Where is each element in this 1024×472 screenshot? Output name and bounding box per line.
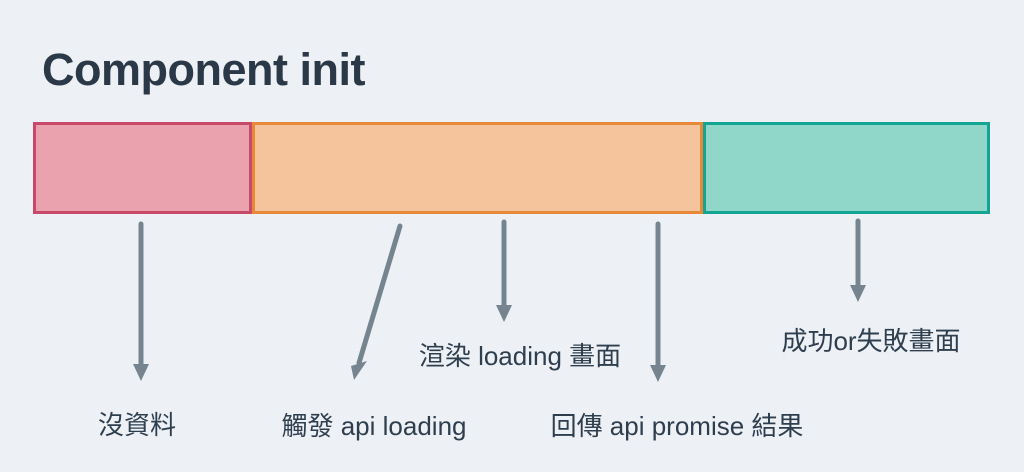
- arrow-render-loading: [496, 219, 512, 322]
- timeline-bar: [33, 122, 990, 214]
- arrow-api-promise: [650, 221, 666, 382]
- arrow-result-screen: [850, 218, 866, 302]
- label-no-data: 沒資料: [97, 410, 177, 440]
- diagram-title: Component init: [42, 44, 365, 95]
- label-api-promise: 回傳 api promise 結果: [550, 411, 804, 441]
- arrow-trigger-api: [351, 223, 403, 380]
- segment-loading: [252, 122, 703, 214]
- arrow-no-data: [133, 221, 149, 381]
- label-trigger-api: 觸發 api loading: [281, 411, 467, 441]
- segment-result: [703, 122, 990, 214]
- label-render-loading: 渲染 loading 畫面: [418, 341, 622, 371]
- label-result-screen: 成功or失敗畫面: [781, 326, 961, 356]
- segment-no-data: [33, 122, 252, 214]
